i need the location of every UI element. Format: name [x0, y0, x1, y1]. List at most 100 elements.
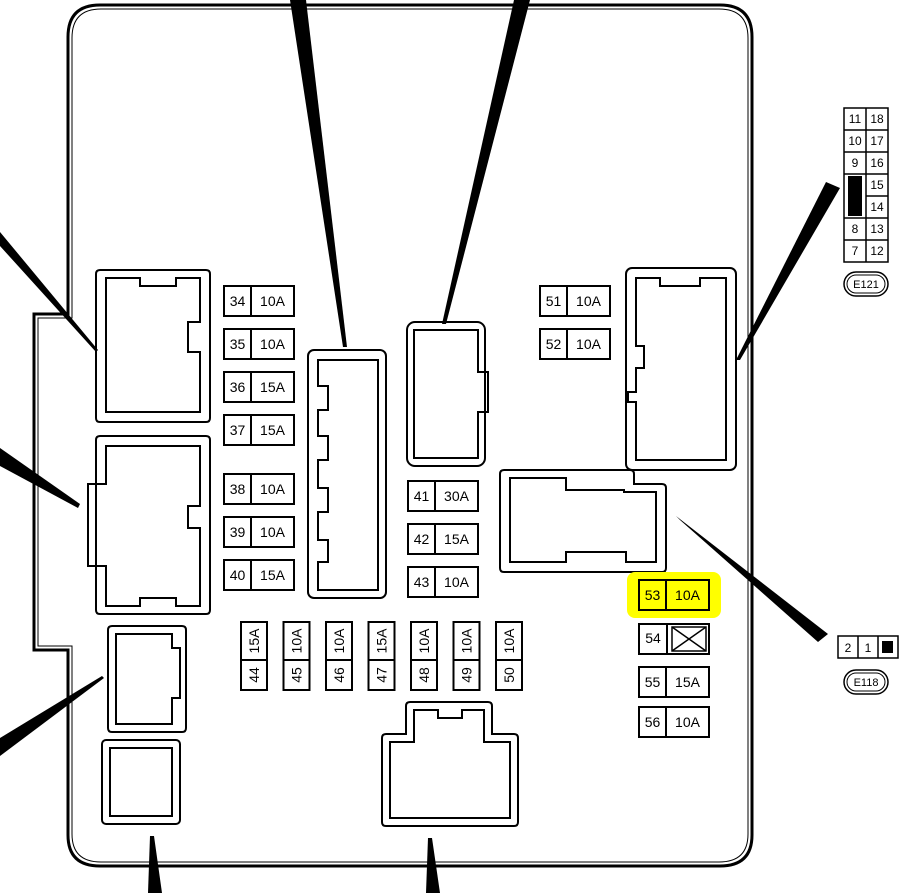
fuse-34: 34 10A — [223, 285, 295, 317]
fuse-number: 52 — [546, 336, 562, 352]
connector-e121-label: E121 — [853, 279, 879, 291]
fuse-number: 45 — [289, 667, 305, 683]
fuse-box-housing — [32, 3, 754, 868]
fuse-rating: 10A — [675, 587, 701, 603]
fuse-rating: 10A — [260, 481, 286, 497]
fuse-slot-54: 54 — [638, 623, 710, 655]
fuse-rating: 10A — [416, 628, 432, 654]
connector-right-tall — [625, 267, 737, 471]
fuse-number: 55 — [645, 674, 661, 690]
fuse-rating: 30A — [444, 488, 470, 504]
connector-right-middle — [499, 469, 667, 573]
e121-pin-13: 13 — [870, 222, 884, 236]
fuse-rating: 10A — [260, 293, 286, 309]
fuse-35: 35 10A — [223, 328, 295, 360]
fuse-number: 49 — [459, 667, 475, 683]
fuse-rating: 15A — [260, 379, 286, 395]
fuse-number: 48 — [416, 667, 432, 683]
fuse-38: 38 10A — [223, 473, 295, 505]
connector-e118-pinout: 2 1 — [837, 635, 899, 659]
e121-pin-10: 10 — [848, 134, 862, 148]
fuse-51: 51 10A — [539, 285, 611, 317]
fuse-56: 56 10A — [638, 706, 710, 738]
fuse-number: 46 — [331, 667, 347, 683]
e121-pin-18: 18 — [870, 112, 884, 126]
fuse-40: 40 15A — [223, 559, 295, 591]
fuse-rating: 10A — [576, 293, 602, 309]
pointer-wedge — [426, 838, 440, 893]
e121-pin-14: 14 — [870, 200, 884, 214]
fuse-48: 10A 48 — [410, 621, 438, 691]
e118-pin-1: 1 — [865, 641, 872, 655]
fuse-rating: 10A — [576, 336, 602, 352]
e121-pin-15: 15 — [870, 178, 884, 192]
connector-key — [848, 176, 862, 216]
fuse-47: 15A 47 — [367, 621, 396, 691]
pointer-wedge — [736, 182, 840, 360]
pointer-wedge — [676, 516, 828, 642]
fuse-52: 52 10A — [539, 328, 611, 360]
fuse-rating: 10A — [260, 336, 286, 352]
fuse-55: 55 15A — [638, 666, 710, 698]
fuse-43: 43 10A — [407, 566, 479, 598]
fuse-50: 10A 50 — [495, 621, 523, 691]
pointer-wedge — [148, 836, 162, 893]
fuse-number: 53 — [645, 587, 661, 603]
fuse-rating: 15A — [260, 567, 286, 583]
fuse-number: 43 — [414, 574, 430, 590]
fuse-number: 54 — [645, 630, 661, 646]
fuse-rating: 15A — [374, 628, 390, 654]
pointer-wedge — [290, 0, 347, 347]
fuse-number: 50 — [501, 667, 517, 683]
connector-tall-middle — [307, 349, 387, 599]
fuse-number: 40 — [230, 567, 246, 583]
fuse-number: 41 — [414, 488, 430, 504]
fuse-number: 34 — [230, 293, 246, 309]
fuse-number: 42 — [414, 531, 430, 547]
e121-pin-9: 9 — [852, 156, 859, 170]
connector-e118-label: E118 — [854, 677, 879, 689]
fuse-number: 35 — [230, 336, 246, 352]
fuse-number: 56 — [645, 714, 661, 730]
fuse-45: 10A 45 — [282, 621, 311, 691]
fuse-rating: 10A — [675, 714, 701, 730]
fuse-rating: 10A — [260, 524, 286, 540]
fuse-number: 39 — [230, 524, 246, 540]
e121-pin-12: 12 — [870, 244, 884, 258]
fuse-49: 10A 49 — [452, 621, 481, 691]
pointer-wedge — [0, 676, 104, 756]
fuse-rating: 10A — [444, 574, 470, 590]
fuse-39: 39 10A — [223, 516, 295, 548]
fuse-rating: 10A — [501, 628, 517, 654]
fuse-number: 36 — [230, 379, 246, 395]
connector-center-top — [406, 321, 489, 467]
e121-pin-16: 16 — [870, 156, 884, 170]
fuse-rating: 10A — [459, 628, 475, 654]
fuse-42: 42 15A — [407, 523, 479, 555]
fuse-53: 53 10A — [627, 572, 721, 618]
fuse-rating: 15A — [444, 531, 470, 547]
e118-pin-2: 2 — [845, 641, 852, 655]
pointer-wedge — [0, 448, 80, 508]
fuse-rating: 10A — [289, 628, 305, 654]
fuse-number: 51 — [546, 293, 562, 309]
connector-socket-bottom-left — [107, 625, 187, 733]
fuse-box-housing-inner — [37, 8, 749, 863]
pointer-wedge — [0, 232, 98, 352]
fuse-41: 41 30A — [407, 480, 479, 512]
e121-pin-8: 8 — [852, 222, 859, 236]
connector-e121-badge: E121 — [843, 271, 889, 297]
fuse-number: 38 — [230, 481, 246, 497]
fuse-rating: 15A — [246, 628, 262, 654]
fuse-rating: 15A — [675, 674, 701, 690]
e121-pin-7: 7 — [852, 244, 859, 258]
fuse-number: 47 — [374, 667, 390, 683]
connector-e118-badge: E118 — [843, 669, 889, 695]
